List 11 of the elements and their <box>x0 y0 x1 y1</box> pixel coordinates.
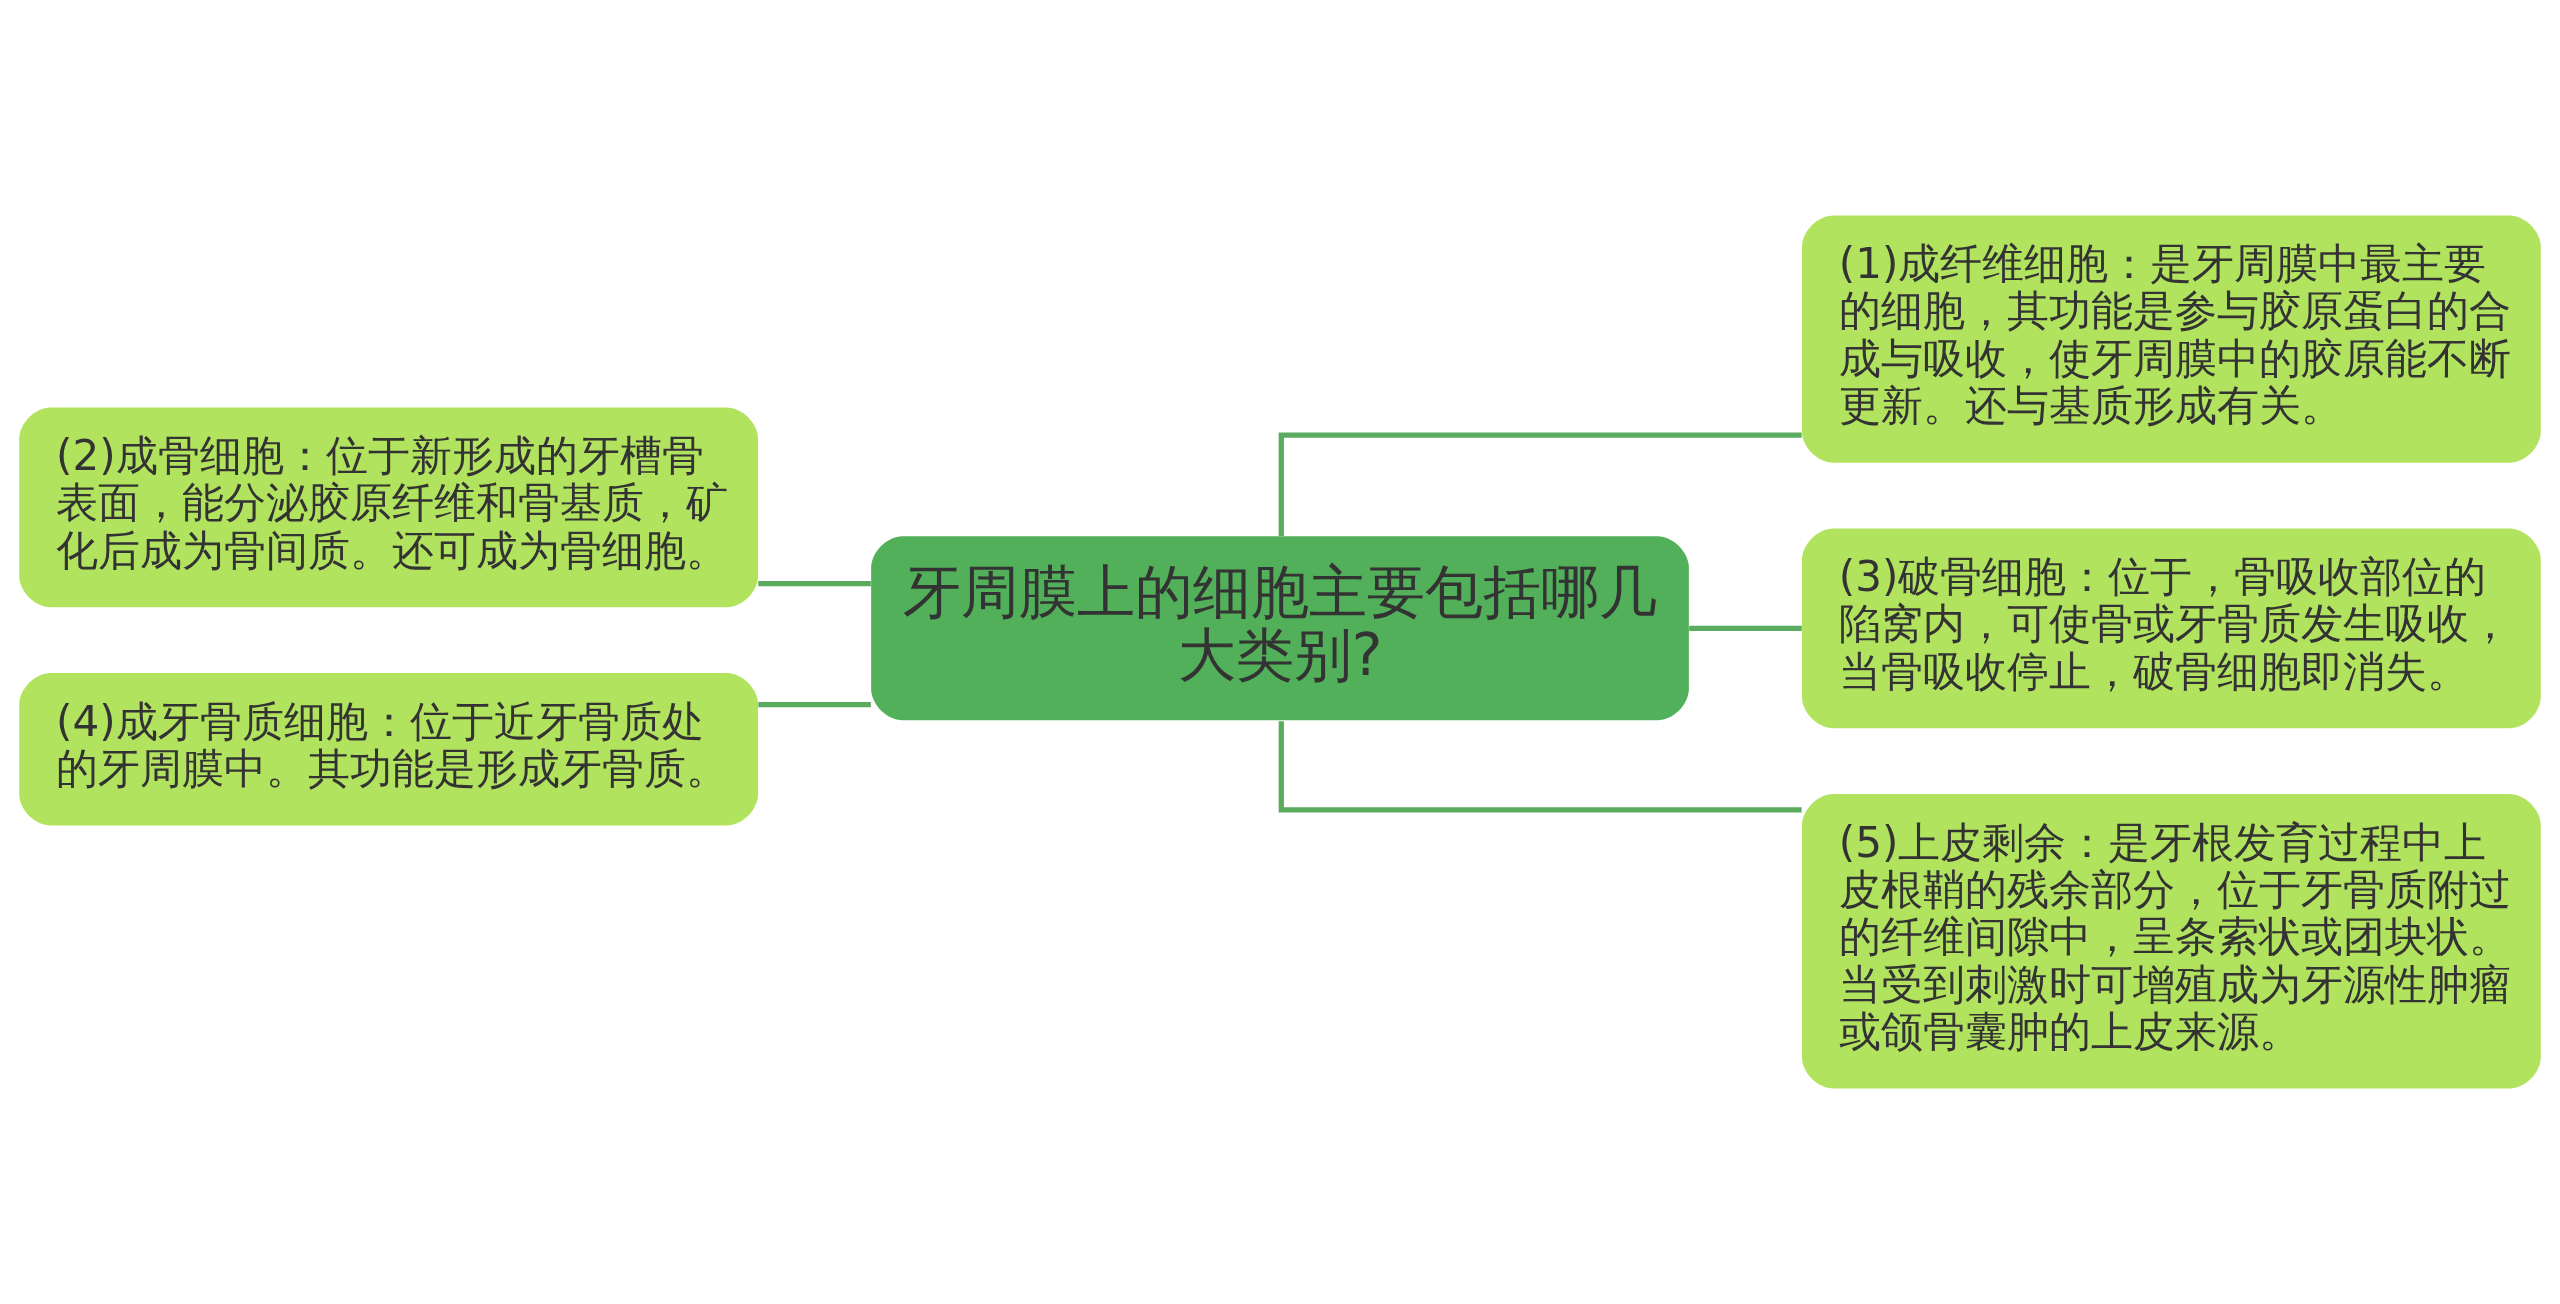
node-box: (3)破骨细胞：位于，骨吸收部位的陷窝内，可使骨或牙骨质发生吸收，当骨吸收停止，破骨细胞即消失。 <box>1801 528 2541 729</box>
connector <box>1278 432 1802 537</box>
connector <box>758 581 871 587</box>
connector <box>758 701 871 708</box>
node-box: (1)成纤维细胞：是牙周膜中最主要的细胞，其功能是参与胶原蛋白的合成与吸收，使牙周膜中的胶原能不断更新。还与基质形成有关。 <box>1801 215 2541 463</box>
node-box: (5)上皮剩余：是牙根发育过程中上皮根鞘的残余部分，位于牙骨质附过的纤维间隙中，呈条索状或团块状。当受到刺激时可增殖成为牙源性肿瘤或颌骨囊肿的上皮来源。 <box>1801 794 2541 1089</box>
node-box: (4)成牙骨质细胞：位于近牙骨质处的牙周膜中。其功能是形成牙骨质。 <box>19 673 759 826</box>
connector <box>1278 721 1802 813</box>
node-box: 牙周膜上的细胞主要包括哪几大类别? <box>871 536 1689 721</box>
node-box: (2)成骨细胞：位于新形成的牙槽骨表面，能分泌胶原纤维和骨基质，矿化后成为骨间质。还可成为骨细胞。 <box>19 407 759 608</box>
connector <box>1689 625 1802 631</box>
